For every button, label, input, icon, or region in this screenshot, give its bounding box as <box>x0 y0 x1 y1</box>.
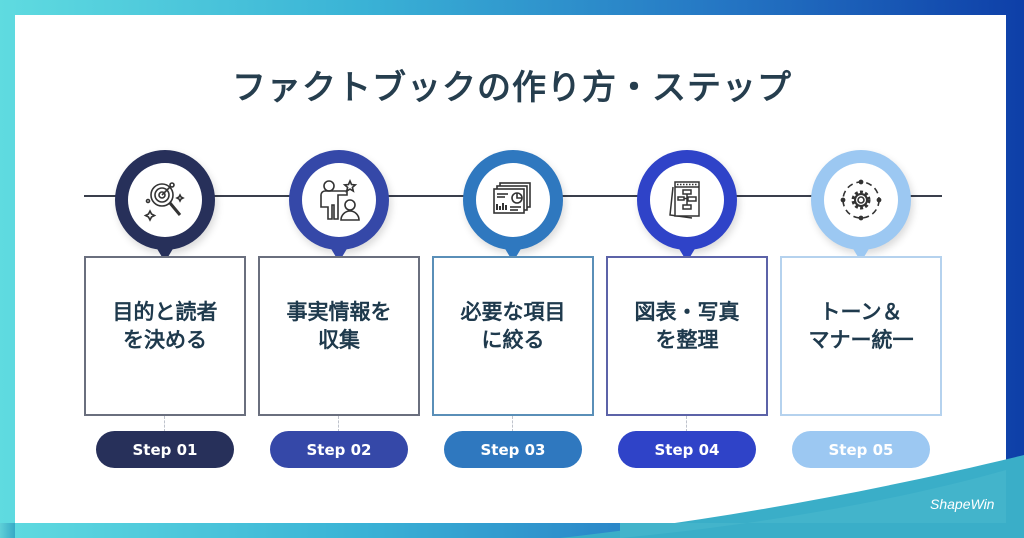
step-5-badge: Step 05 <box>792 431 930 468</box>
step-5-label-line1: トーン＆ <box>819 299 903 324</box>
step-3-label-line1: 必要な項目 <box>460 299 566 324</box>
step-3-label-line2: に絞る <box>481 328 545 352</box>
step-3-badge: Step 03 <box>444 431 582 468</box>
gear-cycle-icon <box>838 177 884 223</box>
step-1-label-line1: 目的と読者 <box>112 299 218 324</box>
step-4-box: 図表・写真を整理 <box>606 256 768 416</box>
step-5-box: トーン＆ マナー統一 <box>780 256 942 416</box>
step-1: 目的と読者を決める Step 01 <box>84 150 246 470</box>
step-1-label-line2: を決める <box>123 328 207 352</box>
step-4-pin <box>637 150 737 250</box>
step-2-badge: Step 02 <box>270 431 408 468</box>
page-title: ファクトブックの作り方・ステップ <box>232 68 792 108</box>
step-2-box: 事実情報を収集 <box>258 256 420 416</box>
flowchart-document-icon <box>664 177 710 223</box>
step-5: トーン＆ マナー統一 Step 05 <box>780 150 942 470</box>
step-2: 事実情報を収集 Step 02 <box>258 150 420 470</box>
step-5-label-line2: マナー統一 <box>808 328 914 352</box>
step-3: 必要な項目に絞る Step 03 <box>432 150 594 470</box>
step-3-box: 必要な項目に絞る <box>432 256 594 416</box>
step-3-connector <box>512 416 513 432</box>
step-4-badge: Step 04 <box>618 431 756 468</box>
step-3-pin <box>463 150 563 250</box>
presenter-people-icon <box>316 177 362 223</box>
step-1-badge: Step 01 <box>96 431 234 468</box>
step-5-pin <box>811 150 911 250</box>
step-4-label-line1: 図表・写真 <box>634 299 740 324</box>
step-2-connector <box>338 416 339 432</box>
step-4-label-line2: を整理 <box>655 328 719 352</box>
step-1-pin <box>115 150 215 250</box>
shapewin-logo: ShapeWin <box>930 496 995 512</box>
step-4-connector <box>686 416 687 432</box>
step-4: 図表・写真を整理 Step 04 <box>606 150 768 470</box>
step-2-pin <box>289 150 389 250</box>
step-1-connector <box>164 416 165 432</box>
step-2-label-line2: 収集 <box>318 328 360 352</box>
search-analytics-icon <box>142 177 188 223</box>
report-dashboard-icon <box>490 177 536 223</box>
step-2-label-line1: 事実情報を <box>286 299 392 324</box>
step-1-box: 目的と読者を決める <box>84 256 246 416</box>
